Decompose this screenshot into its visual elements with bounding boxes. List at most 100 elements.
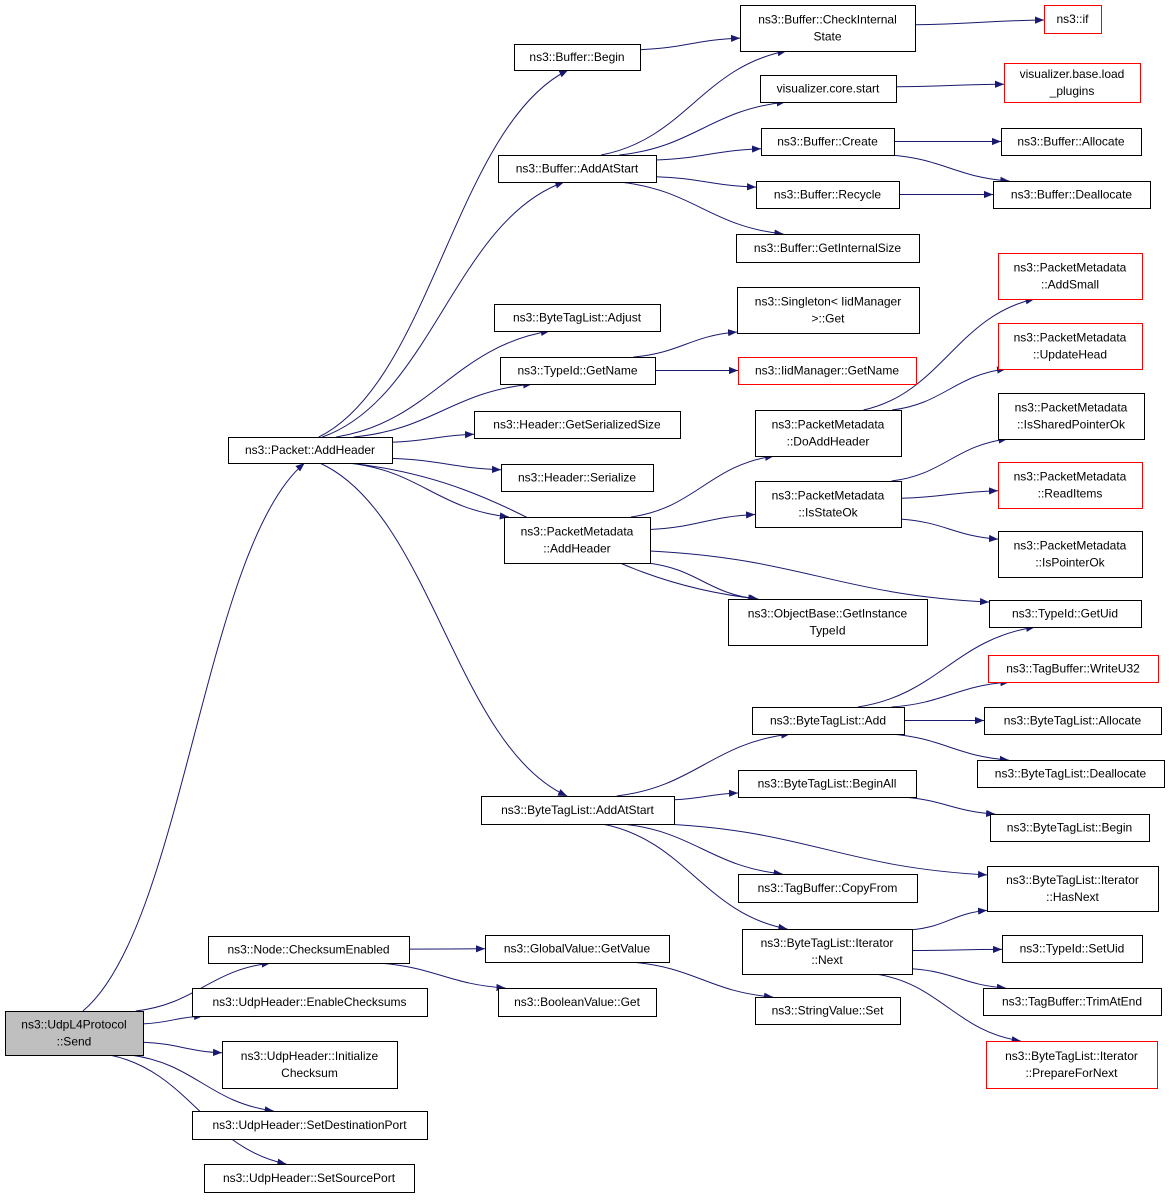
node-typeid_getname[interactable]: ns3::TypeId::GetName — [500, 357, 656, 385]
node-buffer_deallocate[interactable]: ns3::Buffer::Deallocate — [993, 181, 1151, 209]
node-pm_addsmall[interactable]: ns3::PacketMetadata::AddSmall — [998, 253, 1143, 300]
node-label: ns3::ByteTagList::Iterator — [761, 936, 894, 950]
node-box — [514, 44, 641, 71]
edge-pm_addheader-to-pm_isstateok — [649, 511, 756, 530]
node-bytetaglist_begin[interactable]: ns3::ByteTagList::Begin — [990, 814, 1150, 842]
node-box — [222, 1041, 398, 1089]
node-label: ns3::PacketMetadata — [1014, 470, 1127, 484]
node-iidmanager_getname[interactable]: ns3::IidManager::GetName — [738, 357, 917, 385]
node-iterator_next[interactable]: ns3::ByteTagList::Iterator::Next — [742, 929, 913, 975]
node-box — [498, 988, 657, 1017]
node-box — [756, 181, 900, 209]
node-buffer_begin[interactable]: ns3::Buffer::Begin — [514, 44, 641, 71]
node-stringvalue_set[interactable]: ns3::StringValue::Set — [755, 997, 901, 1025]
node-pm_updatehead[interactable]: ns3::PacketMetadata::UpdateHead — [998, 323, 1143, 370]
node-label: ::HasNext — [1046, 890, 1099, 904]
node-buffer_getinternalsize[interactable]: ns3::Buffer::GetInternalSize — [736, 234, 920, 263]
node-udp_enablechecksums[interactable]: ns3::UdpHeader::EnableChecksums — [192, 988, 428, 1017]
node-label: ns3::PacketMetadata — [1014, 331, 1127, 345]
node-tagbuffer_copyfrom[interactable]: ns3::TagBuffer::CopyFrom — [738, 874, 918, 903]
node-label: ns3::ByteTagList::Add — [770, 714, 886, 728]
node-udp_setsourceport[interactable]: ns3::UdpHeader::SetSourcePort — [204, 1164, 415, 1193]
node-box — [755, 997, 901, 1025]
node-label: ns3::Buffer::Create — [777, 135, 878, 149]
node-label: ns3::Buffer::AddAtStart — [516, 162, 639, 176]
node-label: ns3::Buffer::Deallocate — [1011, 188, 1133, 202]
node-bytetaglist_beginall[interactable]: ns3::ByteTagList::BeginAll — [738, 770, 917, 798]
edge-bytetaglist_add-to-typeid_getuid — [857, 624, 1036, 708]
node-buffer_create[interactable]: ns3::Buffer::Create — [761, 128, 895, 156]
node-label: ns3::ByteTagList::Iterator — [1005, 1049, 1138, 1063]
edge-pm_isstateok-to-pm_issharedpointerok — [891, 436, 1008, 482]
node-ns3_if[interactable]: ns3::if — [1044, 5, 1102, 34]
node-box — [742, 929, 913, 975]
node-booleanvalue_get[interactable]: ns3::BooleanValue::Get — [498, 988, 657, 1017]
node-label: visualizer.base.load — [1020, 67, 1125, 81]
node-buffer_allocate[interactable]: ns3::Buffer::Allocate — [1001, 128, 1142, 156]
node-box — [500, 357, 656, 385]
node-box — [494, 304, 661, 332]
node-box — [738, 874, 918, 903]
node-label: ns3::BooleanValue::Get — [514, 995, 641, 1009]
edge-packet_addheader-to-bytetaglist_adjust — [336, 328, 550, 438]
node-bytetaglist_adjust[interactable]: ns3::ByteTagList::Adjust — [494, 304, 661, 332]
node-box — [738, 357, 917, 385]
node-label: TypeId — [809, 624, 845, 638]
edge-buffer_addatstart-to-vis_core_start — [619, 99, 786, 156]
edge-iterator_next-to-iterator_hasnext — [911, 907, 988, 931]
node-box — [228, 437, 393, 464]
node-box — [988, 655, 1159, 683]
node-label: ns3::PacketMetadata — [1014, 539, 1127, 553]
node-iterator_hasnext[interactable]: ns3::ByteTagList::Iterator::HasNext — [987, 866, 1159, 912]
node-buffer_recycle[interactable]: ns3::Buffer::Recycle — [756, 181, 900, 209]
node-label: ::IsStateOk — [798, 506, 858, 520]
edge-packet_addheader-to-header_serialize — [391, 457, 502, 473]
edge-send-to-packet_addheader — [82, 462, 306, 1012]
edge-buffer_checkinternal-to-ns3_if — [914, 16, 1045, 26]
node-typeid_getuid[interactable]: ns3::TypeId::GetUid — [989, 600, 1142, 628]
node-bytetaglist_deallocate[interactable]: ns3::ByteTagList::Deallocate — [977, 760, 1165, 788]
node-pm_readitems[interactable]: ns3::PacketMetadata::ReadItems — [998, 462, 1143, 509]
node-node_checksumenabled[interactable]: ns3::Node::ChecksumEnabled — [208, 936, 410, 964]
edge-iterator_next-to-typeid_setuid — [911, 945, 1003, 954]
node-label: ns3::TagBuffer::TrimAtEnd — [1002, 995, 1142, 1009]
node-box — [1004, 63, 1141, 103]
node-bytetaglist_allocate[interactable]: ns3::ByteTagList::Allocate — [984, 707, 1162, 735]
node-header_serialize[interactable]: ns3::Header::Serialize — [501, 464, 654, 492]
node-label: ns3::UdpL4Protocol — [21, 1018, 126, 1032]
node-buffer_addatstart[interactable]: ns3::Buffer::AddAtStart — [498, 155, 657, 183]
node-pm_doaddheader[interactable]: ns3::PacketMetadata::DoAddHeader — [755, 410, 902, 457]
node-tagbuffer_writeu32[interactable]: ns3::TagBuffer::WriteU32 — [988, 655, 1159, 683]
node-box — [501, 464, 654, 492]
node-label: ::DoAddHeader — [787, 435, 870, 449]
node-header_getserializedsize[interactable]: ns3::Header::GetSerializedSize — [474, 411, 681, 439]
node-label: ns3::TypeId::GetName — [517, 364, 637, 378]
node-tagbuffer_trimatend[interactable]: ns3::TagBuffer::TrimAtEnd — [983, 988, 1162, 1016]
node-udp_setdestport[interactable]: ns3::UdpHeader::SetDestinationPort — [192, 1111, 428, 1140]
node-globalvalue_getvalue[interactable]: ns3::GlobalValue::GetValue — [485, 935, 670, 963]
node-label: >::Get — [811, 312, 845, 326]
node-iterator_prepfornext[interactable]: ns3::ByteTagList::Iterator::PrepareForNe… — [986, 1041, 1158, 1089]
node-label: ns3::ObjectBase::GetInstance — [748, 607, 908, 621]
node-bytetaglist_addatstart[interactable]: ns3::ByteTagList::AddAtStart — [481, 796, 675, 825]
node-pm_ispointerok[interactable]: ns3::PacketMetadata::IsPointerOk — [998, 531, 1143, 578]
node-packet_addheader[interactable]: ns3::Packet::AddHeader — [228, 437, 393, 464]
node-label: ::IsPointerOk — [1035, 556, 1105, 570]
node-label: ns3::ByteTagList::Allocate — [1004, 714, 1142, 728]
node-box — [998, 531, 1143, 578]
edge-typeid_getname-to-singleton_get — [633, 329, 738, 358]
node-pm_addheader[interactable]: ns3::PacketMetadata::AddHeader — [504, 517, 651, 564]
node-singleton_get[interactable]: ns3::Singleton< IidManager>::Get — [737, 287, 920, 334]
node-label: ns3::PacketMetadata — [772, 489, 885, 503]
node-bytetaglist_add[interactable]: ns3::ByteTagList::Add — [752, 707, 905, 735]
edge-pm_addheader-to-objectbase_getinstancetypeid — [647, 562, 758, 602]
node-typeid_setuid[interactable]: ns3::TypeId::SetUid — [1002, 935, 1143, 963]
node-vis_core_start[interactable]: visualizer.core.start — [760, 75, 897, 103]
node-vis_base_load[interactable]: visualizer.base.load_plugins — [1004, 63, 1141, 103]
node-pm_isstateok[interactable]: ns3::PacketMetadata::IsStateOk — [755, 481, 902, 528]
node-pm_issharedpointerok[interactable]: ns3::PacketMetadata::IsSharedPointerOk — [998, 393, 1145, 440]
